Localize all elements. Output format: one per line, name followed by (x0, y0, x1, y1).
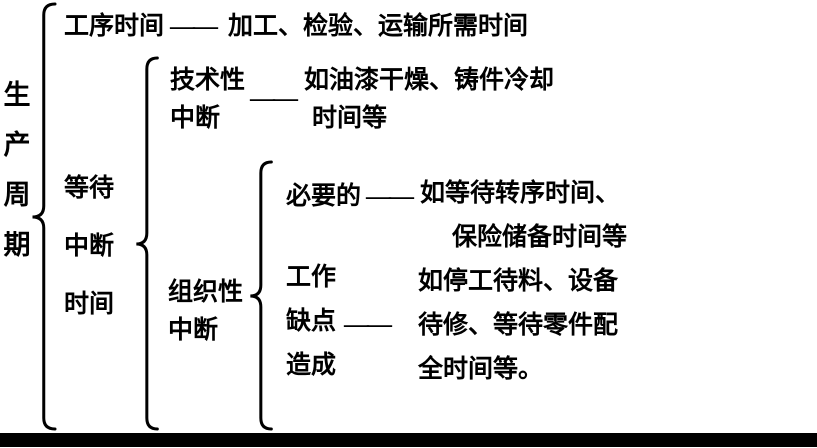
waiting-label-line: 时间 (64, 291, 115, 318)
organizational-curly-brace (248, 160, 276, 431)
waiting-interruption-label: 等待 中断 时间 (64, 160, 114, 334)
technical-label-line: 中断 (170, 105, 221, 132)
organizational-label-line: 组织性 (168, 279, 244, 306)
root-curly-brace (30, 2, 60, 431)
technical-label-line: 技术性 (170, 67, 246, 94)
work-defect-desc-line: 全时间等。 (418, 356, 544, 383)
necessary-desc-line: 如等待转序时间、 (420, 180, 621, 207)
technical-connector: —— (250, 85, 298, 112)
work-defect-desc-line: 待修、等待零件配 (418, 312, 619, 339)
technical-desc: 如油漆干燥、铸件冷却 时间等 (304, 62, 554, 138)
waiting-label-line: 中断 (64, 233, 115, 260)
waiting-curly-brace (134, 56, 162, 431)
work-defect-label: 工作 缺点 造成 (286, 256, 336, 388)
work-defect-label-line: 造成 (286, 352, 337, 379)
technical-interruption-label: 技术性 中断 (170, 62, 245, 138)
page-bottom-scan-bar (0, 433, 817, 447)
necessary-label: 必要的 (286, 183, 362, 210)
work-defect-label-line: 缺点 (286, 308, 337, 335)
technical-desc-line: 如油漆干燥、铸件冷却 (304, 67, 555, 94)
process-time-desc: 加工、检验、运输所需时间 (228, 13, 529, 40)
necessary-connector: —— (366, 183, 414, 210)
work-defect-desc: 如停工待料、设备 待修、等待零件配 全时间等。 (418, 260, 618, 392)
process-time-label: 工序时间 (64, 13, 165, 40)
work-defect-connector: —— (344, 311, 392, 338)
work-defect-desc-line: 如停工待料、设备 (418, 268, 619, 295)
process-time-connector: —— (170, 13, 218, 40)
organizational-interruption-label: 组织性 中断 (168, 274, 243, 350)
work-defect-label-line: 工作 (286, 264, 337, 291)
root-label-production-cycle: 生产周期 (3, 80, 31, 260)
technical-desc-line: 时间等 (312, 105, 388, 132)
necessary-desc: 如等待转序时间、 保险储备时间等 (420, 172, 627, 260)
waiting-label-line: 等待 (64, 175, 115, 202)
necessary-desc-line: 保险储备时间等 (452, 224, 628, 251)
organizational-label-line: 中断 (168, 317, 219, 344)
